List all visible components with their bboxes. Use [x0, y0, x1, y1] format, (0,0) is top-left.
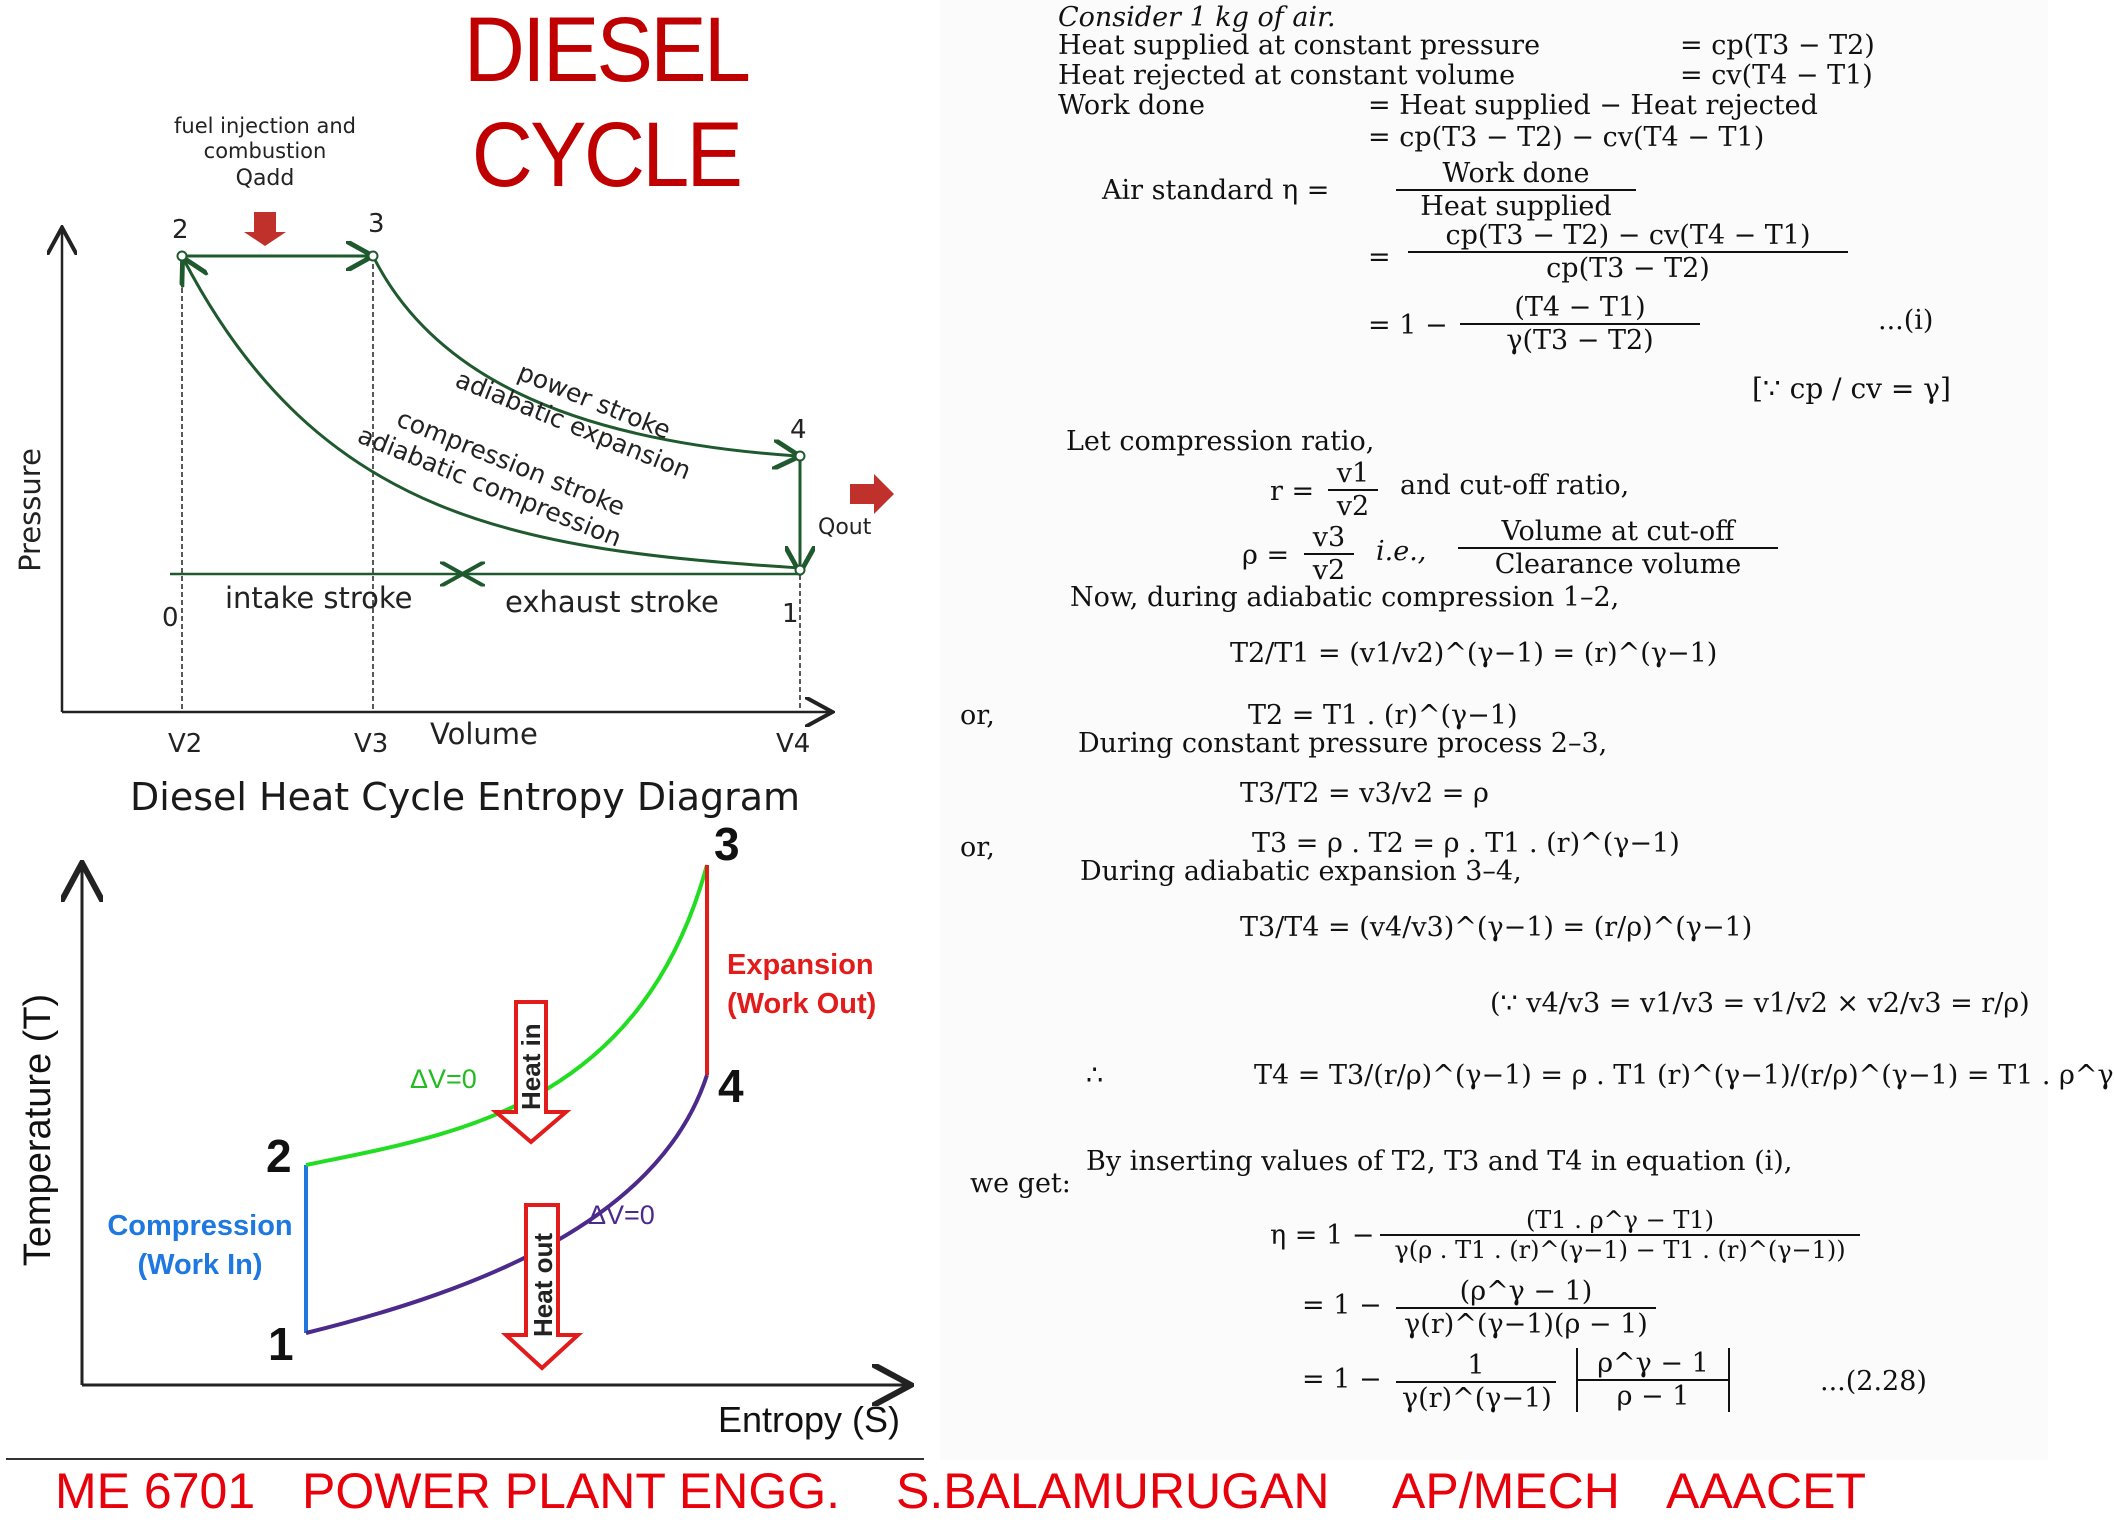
- deriv-fraction: cp(T3 − T2) − cv(T4 − T1)cp(T3 − T2): [1408, 220, 1848, 284]
- pv-expansion-curve: [371, 255, 797, 456]
- footer-course: ME 6701: [55, 1463, 256, 1519]
- heat-in-label: Heat in: [516, 1023, 546, 1110]
- deriv-fraction: (ρ^γ − 1)γ(r)^(γ−1)(ρ − 1): [1396, 1276, 1656, 1340]
- deriv-line: T4 = T3/(r/ρ)^(γ−1) = ρ . T1 (r)^(γ−1)/(…: [1254, 1060, 2114, 1091]
- deriv-line: = cv(T4 − T1): [1680, 60, 1873, 91]
- deriv-line: =: [1368, 242, 1391, 273]
- deriv-fraction: (T1 . ρ^γ − T1)γ(ρ . T1 . (r)^(γ−1) − T1…: [1380, 1206, 1860, 1264]
- ts-diagram-title: Diesel Heat Cycle Entropy Diagram: [130, 775, 801, 819]
- fuel-label-1: fuel injection and: [174, 114, 356, 138]
- ts-point-3: 3: [714, 818, 740, 870]
- compression-label-1: Compression: [107, 1210, 292, 1242]
- v4-tick: V4: [776, 729, 810, 759]
- deriv-line: Heat rejected at constant volume: [1058, 60, 1516, 91]
- footer-divider: [6, 1458, 924, 1460]
- deriv-line: = 1 −: [1368, 310, 1448, 341]
- fuel-label-2: combustion: [204, 139, 327, 163]
- expansion-label-2: (Work Out): [727, 988, 876, 1020]
- heat-out-arrow-icon: Heat out: [500, 1203, 584, 1371]
- pv-compression-curve: [184, 260, 801, 570]
- deriv-line: or,: [960, 700, 995, 731]
- deriv-line: and cut-off ratio,: [1400, 470, 1630, 501]
- deriv-line: or,: [960, 832, 995, 863]
- deriv-line: T3/T2 = v3/v2 = ρ: [1240, 778, 1489, 809]
- deriv-line: T2/T1 = (v1/v2)^(γ−1) = (r)^(γ−1): [1230, 638, 1718, 669]
- expansion-label-1: Expansion: [727, 949, 874, 981]
- q-out-label: Qout: [818, 515, 872, 540]
- deriv-line: T3/T4 = (v4/v3)^(γ−1) = (r/ρ)^(γ−1): [1240, 912, 1753, 943]
- deriv-line: Air standard η =: [1102, 175, 1330, 206]
- ts-y-axis-label: Temperature (T): [17, 994, 59, 1266]
- pv-x-axis-label: Volume: [430, 717, 538, 751]
- deriv-line: we get:: [970, 1168, 1071, 1199]
- pv-y-axis-label: Pressure: [13, 448, 47, 572]
- deriv-line: = Heat supplied − Heat rejected: [1368, 90, 1818, 121]
- compression-label-2: (Work In): [137, 1249, 262, 1281]
- deriv-line: By inserting values of T2, T3 and T4 in …: [1086, 1146, 1793, 1177]
- intake-label: intake stroke: [225, 581, 413, 615]
- deriv-line: = cp(T3 − T2) − cv(T4 − T1): [1368, 122, 1765, 153]
- footer-college: AAACET: [1666, 1463, 1867, 1519]
- q-add-label: Qadd: [236, 166, 295, 191]
- deriv-line: ∴: [1086, 1060, 1104, 1091]
- deriv-line: During adiabatic expansion 3–4,: [1080, 856, 1522, 887]
- deriv-line: = 1 −: [1302, 1290, 1382, 1321]
- deriv-line: Consider 1 kg of air.: [1058, 2, 1336, 33]
- deriv-line: During constant pressure process 2–3,: [1078, 728, 1608, 759]
- deriv-line: T2 = T1 . (r)^(γ−1): [1248, 700, 1518, 731]
- deriv-line: [∵ cp / cv = γ]: [1752, 372, 1951, 405]
- footer-subject: POWER PLANT ENGG.: [302, 1463, 841, 1519]
- v3-tick: V3: [354, 729, 388, 759]
- deriv-line: Let compression ratio,: [1066, 426, 1375, 457]
- deriv-line: (∵ v4/v3 = v1/v3 = v1/v2 × v2/v3 = r/ρ): [1490, 988, 2030, 1019]
- pv-point-0: 0: [162, 603, 179, 633]
- heat-out-label: Heat out: [528, 1233, 558, 1337]
- deriv-line: T3 = ρ . T2 = ρ . T1 . (r)^(γ−1): [1252, 828, 1680, 859]
- ts-x-axis-label: Entropy (S): [718, 1399, 900, 1440]
- v2-tick: V2: [168, 729, 202, 759]
- pv-point-1: 1: [782, 599, 799, 629]
- deriv-fraction: (T4 − T1)γ(T3 − T2): [1460, 292, 1700, 356]
- heat-in-arrow-icon: Heat in: [490, 1000, 572, 1145]
- page-title: DIESEL CYCLE: [463, 0, 751, 206]
- equation-tag: ...(2.28): [1820, 1366, 1927, 1397]
- deriv-line: r =: [1270, 476, 1315, 507]
- q-add-arrow-icon: [244, 212, 286, 246]
- deriv-line: = 1 −: [1302, 1364, 1382, 1395]
- ts-diagram: Heat in Heat out ΔV=0 ΔV=0 Expansion (Wo…: [17, 818, 930, 1440]
- deriv-line: Now, during adiabatic compression 1–2,: [1070, 582, 1620, 613]
- pv-diagram: fuel injection and combustion Qadd Qout …: [13, 114, 894, 759]
- footer-designation: AP/MECH: [1392, 1463, 1620, 1519]
- footer: ME 6701 POWER PLANT ENGG. S.BALAMURUGAN …: [0, 1462, 2048, 1536]
- equation-tag: ...(i): [1878, 305, 1934, 336]
- footer-author: S.BALAMURUGAN: [896, 1463, 1330, 1519]
- dv0-upper-label: ΔV=0: [410, 1064, 477, 1094]
- ts-point-2: 2: [266, 1130, 292, 1182]
- pv-point-4: 4: [790, 415, 807, 445]
- dv0-lower-label: ΔV=0: [588, 1200, 655, 1230]
- deriv-line: = cp(T3 − T2): [1680, 30, 1875, 61]
- deriv-line: η = 1 −: [1270, 1220, 1375, 1251]
- q-out-arrow-icon: [850, 474, 894, 514]
- pv-point-3: 3: [368, 209, 385, 239]
- ts-point-1: 1: [268, 1318, 294, 1370]
- ts-point-4: 4: [718, 1060, 744, 1112]
- pv-point-2: 2: [172, 215, 189, 245]
- exhaust-label: exhaust stroke: [505, 585, 719, 619]
- deriv-line: Work done: [1058, 90, 1205, 121]
- deriv-line: i.e.,: [1376, 536, 1427, 567]
- derivation-panel: Consider 1 kg of air. Heat supplied at c…: [940, 0, 2114, 1460]
- deriv-line: Heat supplied at constant pressure: [1058, 30, 1541, 61]
- deriv-line: ρ =: [1242, 540, 1290, 571]
